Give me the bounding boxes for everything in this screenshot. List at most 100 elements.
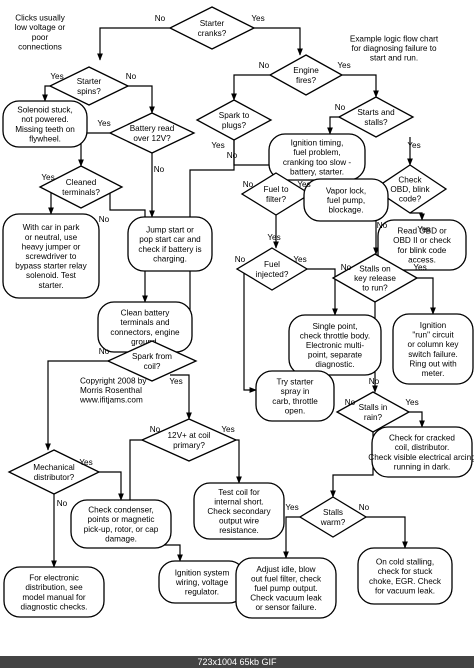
ignition-timing-text: Ignition timing,fuel problem,cranking to… (283, 139, 352, 177)
stalls-key-release-diamond (331, 253, 419, 303)
battery-read-diamond (108, 112, 196, 154)
yes-label-fuel-filter: Yes (297, 180, 310, 189)
yes-label-battery-read: Yes (97, 119, 110, 128)
connector-10 (342, 74, 379, 98)
yes-label-cleaned-terminals: Yes (41, 173, 54, 182)
no-label-starter-spins: No (126, 72, 137, 81)
engine-fires-diamond (268, 54, 344, 96)
yes-label-mechanical: Yes (79, 458, 92, 467)
fuel-to-filter-diamond (240, 172, 312, 216)
no-label-starter-cranks: No (155, 14, 166, 23)
electronic-distribution-box (3, 566, 105, 618)
fuel-injected-diamond (235, 247, 309, 291)
yes-label-starts-stalls: Yes (407, 141, 420, 150)
spark-from-coil-diamond (106, 340, 198, 382)
single-point-box (288, 314, 382, 376)
read-obd-box (377, 219, 467, 271)
yes-label-check-obd: Yes (417, 225, 430, 234)
check-cracked-coil-box (371, 426, 473, 478)
cold-stalling-box (357, 547, 453, 605)
vapor-lock-text: Vapor lock,fuel pump,blockage. (326, 186, 366, 214)
spark-to-plugs-diamond (195, 99, 273, 141)
no-label-fuel-injected: No (235, 255, 246, 264)
no-label-engine-fires: No (259, 61, 270, 70)
ignition-run-box (392, 313, 474, 385)
vapor-lock-box (303, 178, 389, 222)
no-label-battery-read: No (154, 165, 165, 174)
connector-20 (243, 268, 257, 393)
connector-27 (226, 439, 242, 484)
yes-label-engine-fires: Yes (337, 61, 350, 70)
adjust-idle-box (235, 557, 337, 619)
connector-25 (409, 411, 425, 428)
check-condenser-box (70, 499, 172, 549)
no-label-coil-primary: No (150, 425, 161, 434)
solenoid-stuck-box (2, 100, 88, 148)
yes-label-stalls-warm: Yes (285, 503, 298, 512)
starter-cranks-diamond (168, 6, 256, 50)
no-label-stalls-warm: No (359, 503, 370, 512)
connector-26 (330, 432, 374, 498)
yes-label-starter-spins: Yes (50, 72, 63, 81)
connector-21 (417, 277, 436, 315)
connector-31 (283, 516, 300, 559)
check-obd-diamond (372, 164, 448, 214)
connector-16 (410, 212, 425, 221)
no-label-spark-plugs: No (227, 151, 238, 160)
no-label-starts-stalls: No (335, 103, 346, 112)
single-point-text: Single point,check throttle body.Electro… (300, 322, 370, 369)
connector-2 (254, 27, 303, 56)
connector-19 (299, 268, 338, 316)
starts-and-stalls-diamond (337, 96, 415, 138)
test-coil-box (193, 482, 285, 540)
connector-23 (45, 360, 116, 451)
coil-primary-diamond (140, 418, 238, 462)
yes-label-spark-coil: Yes (169, 377, 182, 386)
process-solenoid-stuck: Solenoid stuck,not powered.Missing teeth… (2, 100, 88, 148)
process-ignition-timing: Ignition timing,fuel problem,cranking to… (268, 133, 366, 181)
no-label-fuel-filter: No (243, 180, 254, 189)
